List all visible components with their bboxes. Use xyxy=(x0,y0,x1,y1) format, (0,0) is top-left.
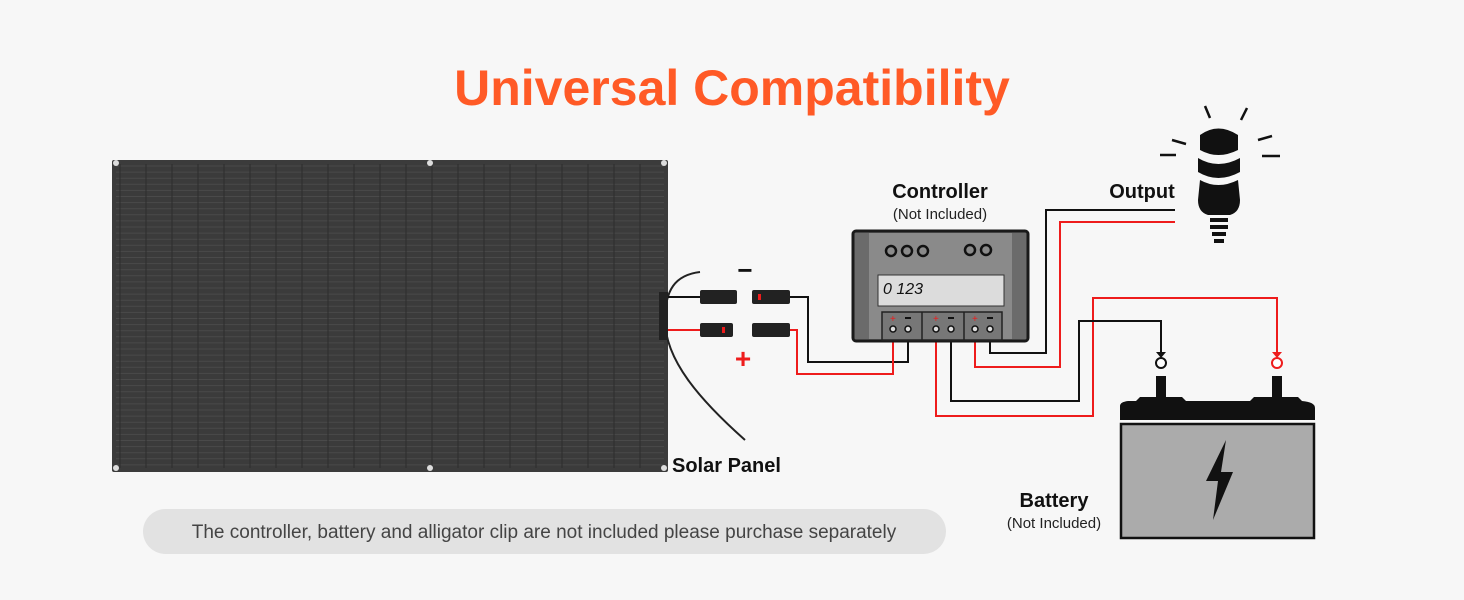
battery-icon xyxy=(1119,376,1316,540)
solar-panel-label: Solar Panel xyxy=(672,455,781,477)
note-pill xyxy=(143,509,946,554)
lcd-readout: 0 123 xyxy=(883,281,923,298)
solar-panel xyxy=(112,160,668,472)
battery-label: Battery xyxy=(1020,490,1090,512)
title: Universal Compatibility xyxy=(454,60,1010,116)
svg-text:+: + xyxy=(972,314,978,325)
svg-text:+: + xyxy=(933,314,939,325)
light-bulb-icon xyxy=(1160,105,1280,243)
panel-cable xyxy=(659,271,746,441)
controller-note: (Not Included) xyxy=(893,206,987,223)
charge-controller: 0 123 + + + xyxy=(851,229,1030,343)
svg-text:+: + xyxy=(890,314,896,325)
output-label: Output xyxy=(1109,181,1175,203)
mc4-connectors xyxy=(700,290,790,337)
battery-note: (Not Included) xyxy=(1007,515,1101,532)
note-text: The controller, battery and alligator cl… xyxy=(192,522,897,543)
wires xyxy=(790,209,1278,417)
minus-label: − xyxy=(737,255,752,285)
controller-label: Controller xyxy=(892,181,988,203)
plus-label: + xyxy=(735,343,751,374)
